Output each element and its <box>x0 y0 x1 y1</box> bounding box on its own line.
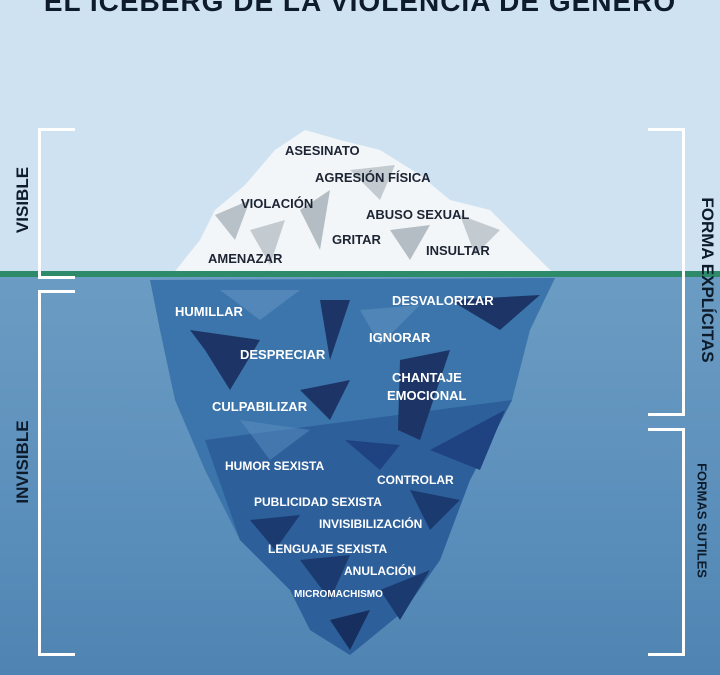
facet <box>330 610 370 650</box>
side-label-explicit: FORMA EXPLÍCITAS <box>698 197 717 363</box>
side-label-invisible: INVISIBLE <box>13 420 32 504</box>
label-emocional: EMOCIONAL <box>387 388 467 403</box>
facet <box>430 410 505 470</box>
label-lenguaje-sexista: LENGUAJE SEXISTA <box>268 542 388 556</box>
bracket-visible <box>38 128 75 279</box>
label-gritar: GRITAR <box>332 232 381 247</box>
facet <box>360 305 420 345</box>
page-title: EL ICEBERG DE LA VIOLENCIA DE GÉNERO <box>43 0 677 17</box>
side-label-visible: VISIBLE <box>13 166 32 234</box>
facet <box>320 300 350 360</box>
facet <box>398 350 450 440</box>
label-ignorar: IGNORAR <box>369 330 431 345</box>
facet <box>190 330 260 390</box>
waterline <box>0 271 720 277</box>
label-despreciar: DESPRECIAR <box>240 347 326 362</box>
facet <box>410 490 460 530</box>
label-desvalorizar: DESVALORIZAR <box>392 293 494 308</box>
label-violacion: VIOLACIÓN <box>241 196 314 211</box>
ice-shadow <box>390 225 430 260</box>
bracket-invisible <box>38 290 75 656</box>
ice-shadow <box>460 215 500 255</box>
label-publicidad-sexista: PUBLICIDAD SEXISTA <box>254 495 382 509</box>
facet <box>220 290 300 320</box>
label-agresion-fisica: AGRESIÓN FÍSICA <box>315 170 431 185</box>
facet <box>240 420 310 460</box>
label-humillar: HUMILLAR <box>175 304 243 319</box>
facet <box>250 515 300 550</box>
label-humor-sexista: HUMOR SEXISTA <box>225 459 325 473</box>
label-abuso-sexual: ABUSO SEXUAL <box>366 207 470 222</box>
facet <box>300 380 350 420</box>
facet <box>300 555 350 600</box>
facet <box>450 295 540 330</box>
label-chantaje: CHANTAJE <box>392 370 462 385</box>
label-asesinato: ASESINATO <box>285 143 360 158</box>
label-culpabilizar: CULPABILIZAR <box>212 399 308 414</box>
bracket-explicit <box>648 128 685 416</box>
ice-shadow <box>300 190 330 250</box>
ice-shadow <box>215 200 250 240</box>
facet <box>345 440 400 470</box>
label-anulacion: ANULACIÓN <box>344 564 416 578</box>
ice-shadow <box>250 220 285 265</box>
label-micromachismo: MICROMACHISMO <box>294 589 383 600</box>
label-controlar: CONTROLAR <box>377 473 454 487</box>
ice-shadow <box>350 165 395 200</box>
label-insultar: INSULTAR <box>426 243 490 258</box>
label-amenazar: AMENAZAR <box>208 251 283 266</box>
bracket-subtle <box>648 428 685 656</box>
iceberg-deep-zone <box>205 400 512 655</box>
label-invisibilizacion: INVISIBILIZACIÓN <box>319 517 423 531</box>
facet <box>380 570 430 620</box>
side-label-subtle: FORMAS SUTILES <box>694 463 710 578</box>
